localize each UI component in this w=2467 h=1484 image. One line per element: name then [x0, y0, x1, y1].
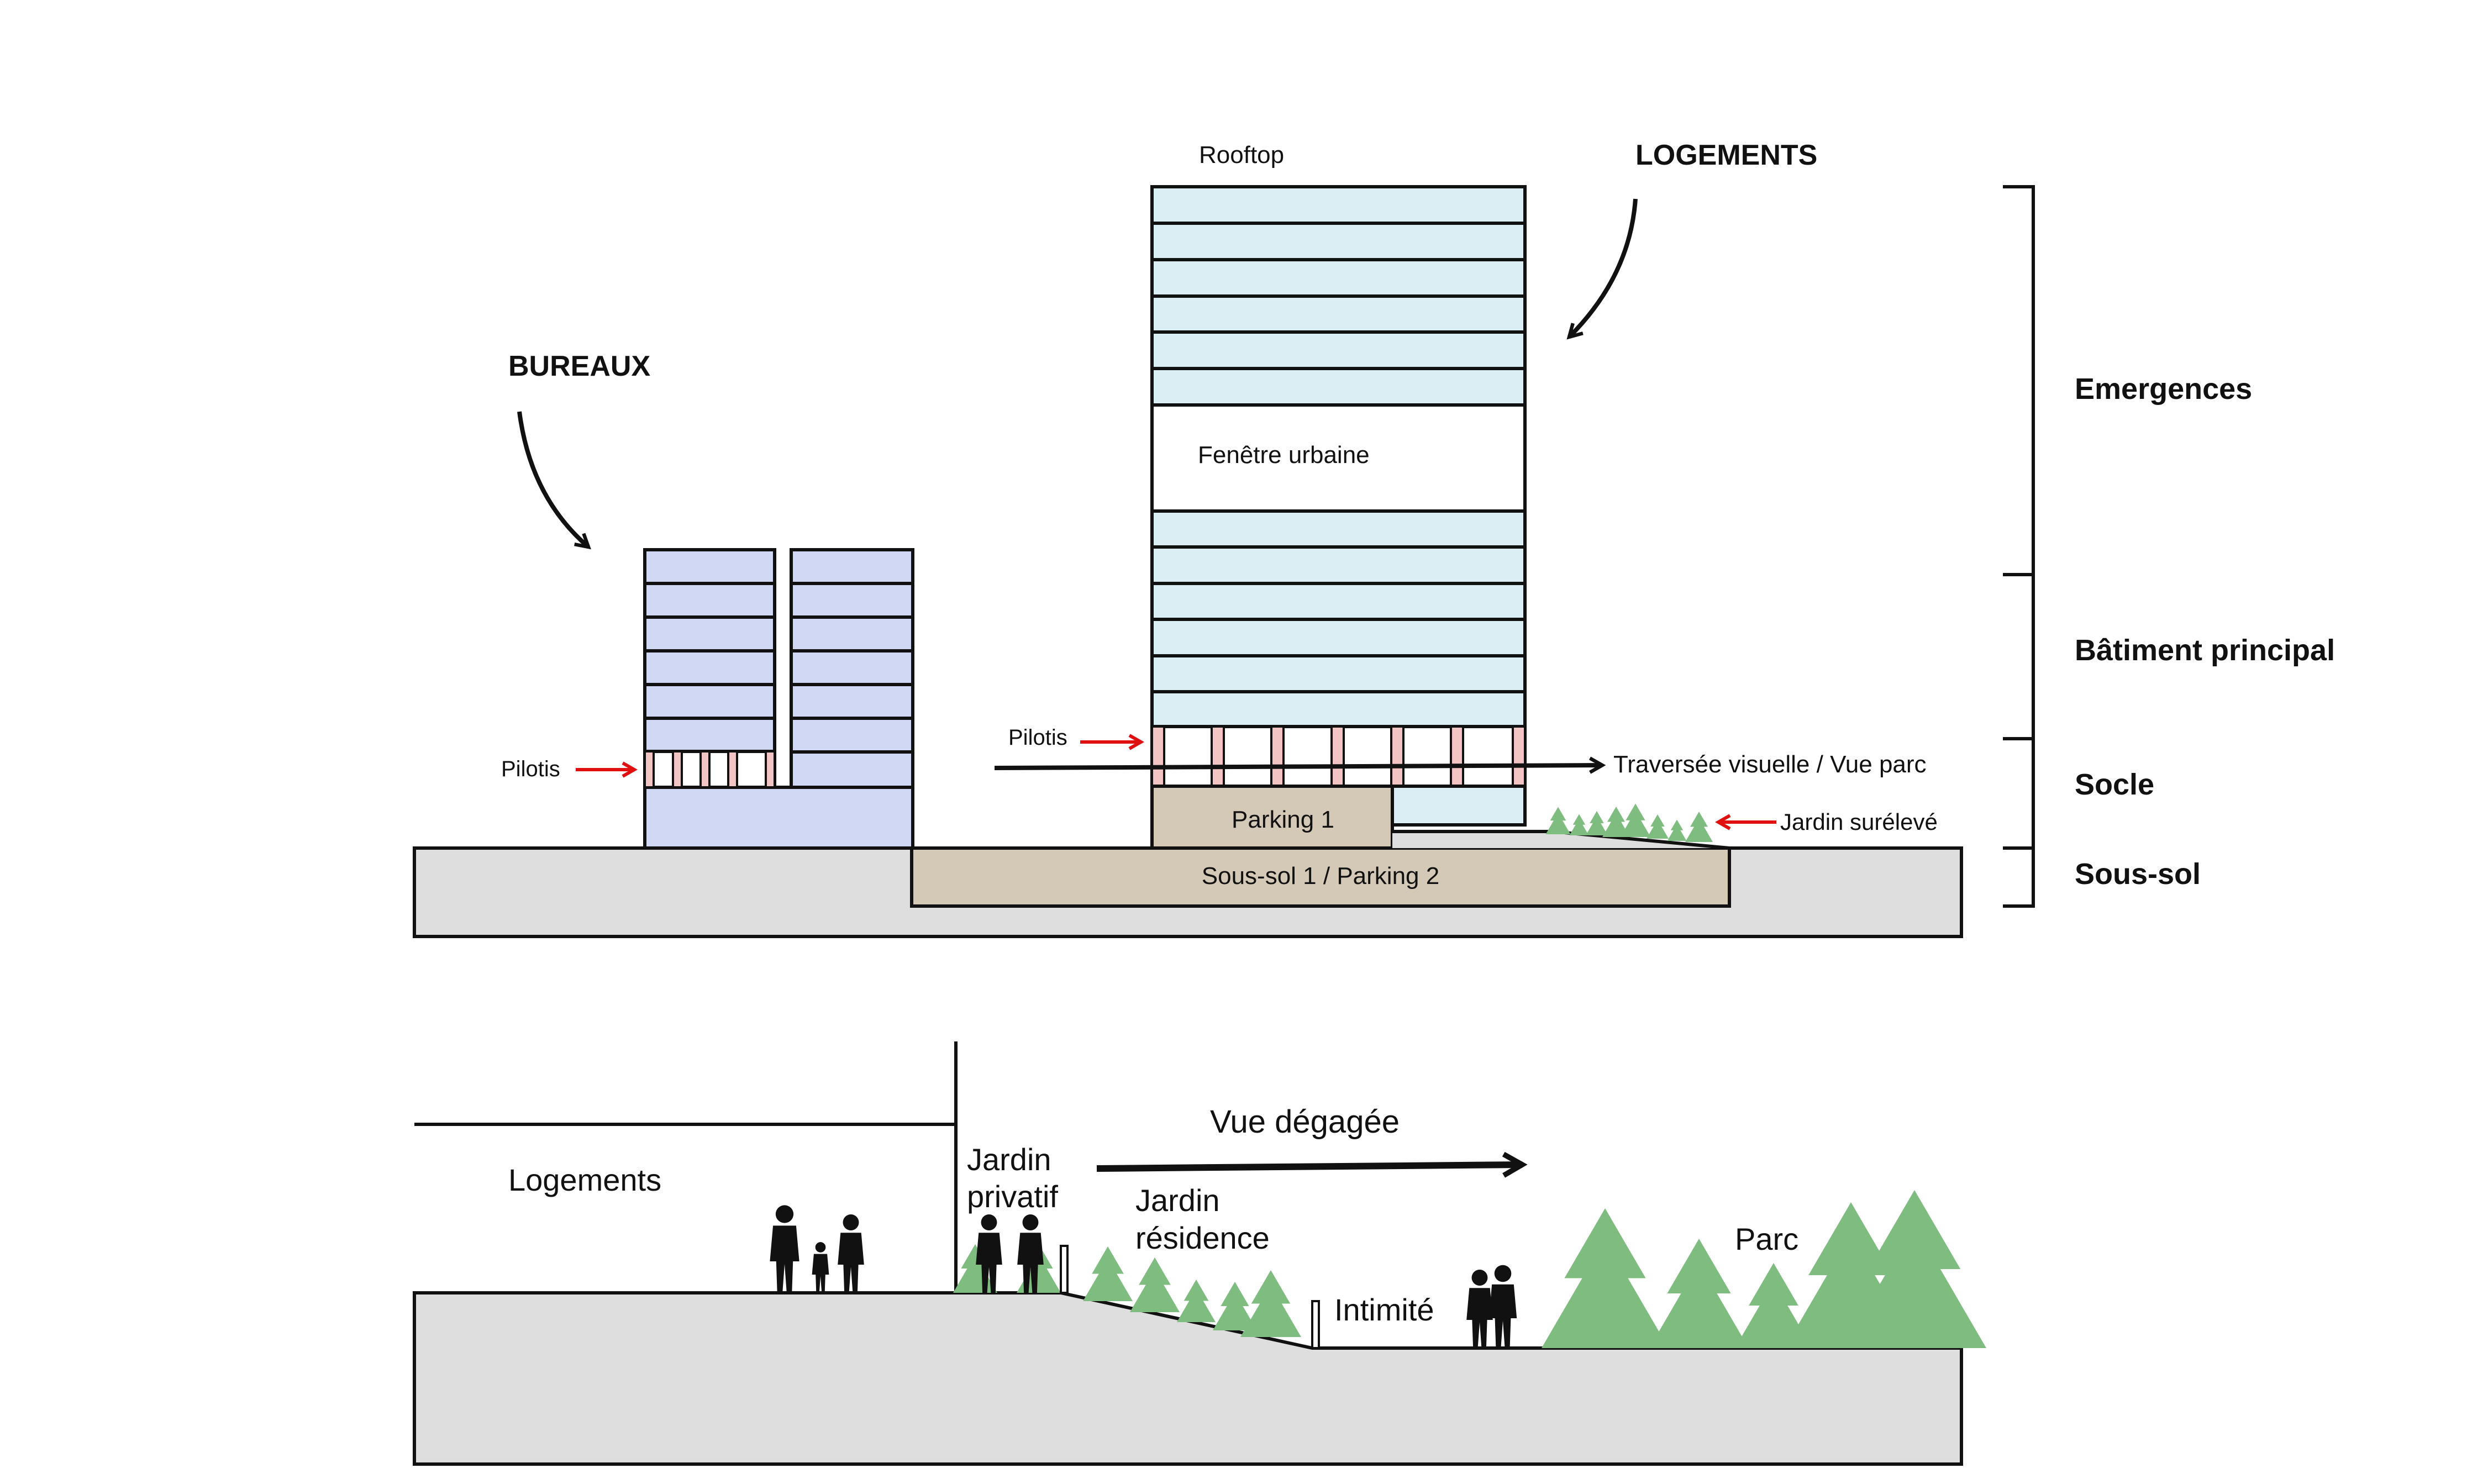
bureaux-building [643, 548, 914, 850]
top-section: Sous-sol 1 / Parking 2 [413, 139, 2335, 938]
soussol-label: Sous-sol 1 / Parking 2 [1202, 862, 1439, 890]
level-socle: Socle [2075, 768, 2154, 801]
jardin-sureleve [1392, 803, 1730, 850]
fence [1060, 1245, 1069, 1294]
person-silhouette-icon [976, 1214, 1044, 1293]
traversee-arrow [994, 756, 1606, 774]
soussol-parking2 [910, 846, 1731, 908]
family-silhouette-icon [770, 1205, 864, 1293]
fenetre-label: Fenêtre urbaine [1198, 441, 1370, 469]
curved-arrow-icon [1566, 198, 1638, 340]
fence [1311, 1300, 1320, 1349]
parking1-label: Parking 1 [1232, 806, 1334, 833]
intimite-label: Intimité [1334, 1292, 1434, 1327]
pilotis-left-columns [644, 750, 776, 788]
logements-label: LOGEMENTS [1635, 139, 1817, 171]
level-batiment: Bâtiment principal [2075, 634, 2335, 667]
jardin-residence-line1: Jardin [1135, 1183, 1220, 1218]
traversee-label: Traversée visuelle / Vue parc [1613, 751, 1927, 778]
vue-label: Vue dégagée [1210, 1104, 1400, 1140]
person-silhouette-icon [1466, 1265, 1517, 1348]
logements-tower: Parking 1 Rooftop Fenêtre urbaine [1150, 141, 1527, 850]
bureaux-label: BUREAUX [508, 350, 650, 382]
parc-label: Parc [1735, 1222, 1798, 1256]
jardin-privatif-line2: privatif [967, 1179, 1058, 1214]
jardin-sureleve-label: Jardin surélevé [1780, 809, 1938, 835]
pilotis-right-columns [1151, 725, 1526, 787]
tree-icon [953, 1244, 1061, 1293]
level-soussol: Sous-sol [2075, 857, 2201, 891]
pilotis-left-label: Pilotis [501, 757, 560, 781]
pilotis-right-label: Pilotis [1008, 725, 1067, 750]
level-bracket [2003, 185, 2035, 908]
fenetre-urbaine [1150, 403, 1527, 513]
parking1 [1150, 785, 1394, 850]
jardin-privatif-line1: Jardin [967, 1142, 1051, 1177]
tree-icon [1542, 1190, 1986, 1348]
rooftop-label: Rooftop [1199, 141, 1284, 169]
jardin-residence-line2: résidence [1135, 1220, 1270, 1255]
curved-arrow-icon [517, 411, 591, 550]
vue-arrow [1096, 1151, 1528, 1178]
logements-bottom-label: Logements [508, 1162, 661, 1197]
bottom-section: Logements Jardin privatif Vue dégagée Ja… [413, 1041, 1986, 1466]
level-emergences: Emergences [2075, 372, 2252, 406]
